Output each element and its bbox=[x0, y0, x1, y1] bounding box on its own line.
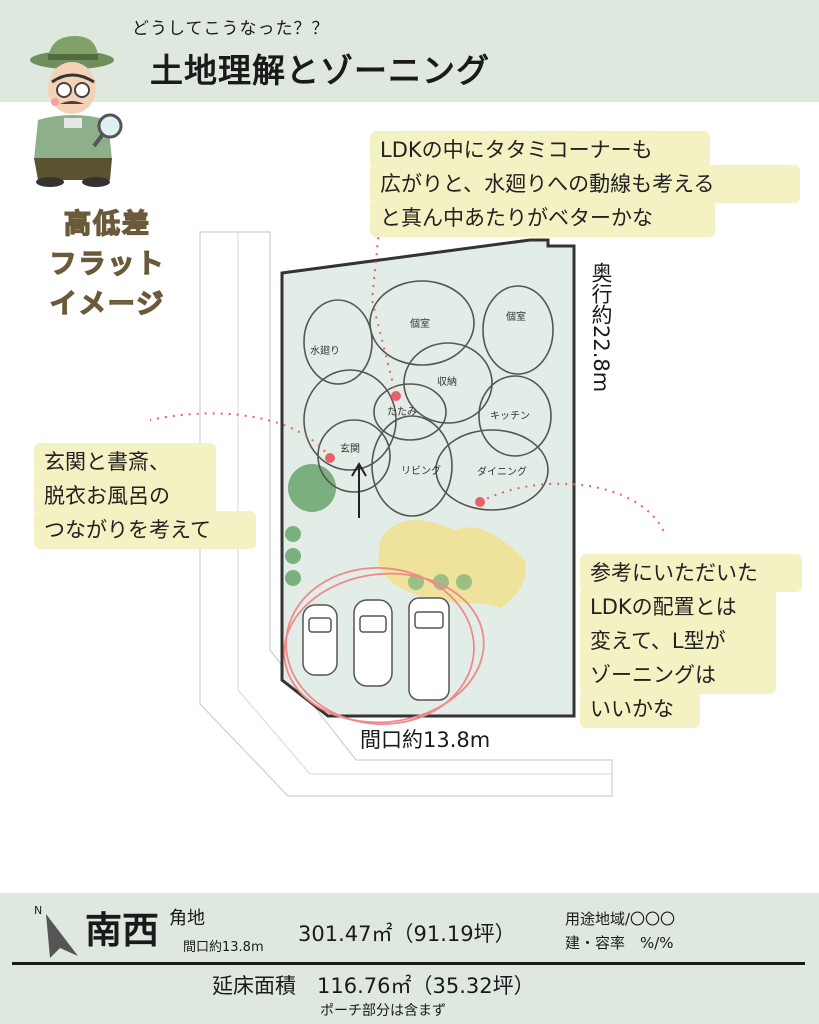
callout-line: 参考にいただいた bbox=[590, 561, 758, 585]
callout-line: LDKの配置とは bbox=[590, 595, 737, 619]
side-label-image: イメージ bbox=[49, 288, 166, 320]
callout-line: LDKの中にタタミコーナーも bbox=[380, 138, 653, 162]
porch-note: ポーチ部分は含まず bbox=[320, 1003, 446, 1019]
compass-letter: N bbox=[34, 904, 42, 917]
callout-top: LDKの中にタタミコーナーも bbox=[370, 131, 710, 169]
floor-area: 延床面積 116.76㎡（35.32坪） bbox=[212, 974, 535, 998]
direction-sub: 角地 bbox=[169, 908, 205, 929]
callout-top-2: 広がりと、水廻りへの動線も考える bbox=[370, 165, 800, 203]
room-label: キッチン bbox=[490, 410, 530, 422]
room-label: 水廻り bbox=[310, 345, 340, 357]
subtitle: どうしてこうなった？？ bbox=[132, 19, 330, 39]
room-label: 玄関 bbox=[340, 442, 360, 455]
callout-right: 参考にいただいた bbox=[580, 554, 802, 592]
room-label: ダイニング bbox=[477, 465, 527, 478]
callout-right-2: LDKの配置とは 変えて、L型が ゾーニングは bbox=[580, 588, 776, 694]
footer-info-band bbox=[0, 893, 819, 965]
callout-line: 脱衣お風呂の bbox=[44, 484, 170, 508]
site-plan: 個室 個室 水廻り 収納 たたみ キッチン 玄関 リビング ダイニング bbox=[149, 219, 665, 797]
footer-divider bbox=[12, 962, 805, 965]
callout-line: ゾーニングは bbox=[590, 663, 716, 687]
room-label: たたみ bbox=[387, 406, 417, 418]
callout-line: いいかな bbox=[590, 697, 674, 721]
room-label: 個室 bbox=[410, 317, 430, 330]
road-outline bbox=[199, 231, 613, 797]
zoning-use: 用途地域/〇〇〇 bbox=[565, 910, 676, 928]
footer-floor-band bbox=[0, 965, 819, 1024]
parking-circle bbox=[283, 567, 485, 725]
callout-line: 玄関と書斎、 bbox=[44, 450, 170, 474]
callout-line: と真ん中あたりがベターかな bbox=[380, 206, 653, 230]
leader-dots bbox=[325, 391, 485, 507]
callout-top-3: と真ん中あたりがベターかな bbox=[370, 199, 715, 237]
footer-frontage: 間口約13.8m bbox=[183, 940, 264, 955]
dimension-depth: 奥行約22.8m bbox=[589, 262, 613, 393]
road-centerline-2 bbox=[237, 689, 612, 775]
callout-line: つながりを考えて bbox=[44, 518, 211, 542]
site-area: 301.47㎡（91.19坪） bbox=[298, 922, 516, 946]
zoning-bubbles bbox=[303, 280, 554, 517]
side-label-elevation: 高低差 bbox=[63, 208, 151, 240]
header-band bbox=[0, 0, 819, 102]
compass-arrow-icon: N bbox=[34, 904, 78, 958]
side-label-flat: フラット bbox=[49, 248, 166, 280]
page-title: 土地理解とゾーニング bbox=[150, 51, 490, 90]
coverage-ratio: 建・容率 %/% bbox=[565, 934, 674, 952]
leader-lines bbox=[149, 219, 665, 533]
dimension-frontage: 間口約13.8m bbox=[360, 728, 491, 752]
room-label: 個室 bbox=[506, 310, 526, 323]
room-label: 収納 bbox=[437, 375, 457, 388]
direction-main: 南西 bbox=[85, 909, 159, 952]
callout-left: 玄関と書斎、 脱衣お風呂の bbox=[34, 443, 216, 515]
callout-right-3: いいかな bbox=[580, 690, 700, 728]
callout-left-2: つながりを考えて bbox=[34, 511, 256, 549]
callout-line: 変えて、L型が bbox=[590, 629, 726, 653]
arrow-up-icon bbox=[351, 462, 367, 518]
car-icon bbox=[302, 597, 450, 701]
callout-line: 広がりと、水廻りへの動線も考える bbox=[380, 172, 715, 196]
room-label: リビング bbox=[401, 464, 441, 477]
detective-icon bbox=[30, 36, 123, 187]
